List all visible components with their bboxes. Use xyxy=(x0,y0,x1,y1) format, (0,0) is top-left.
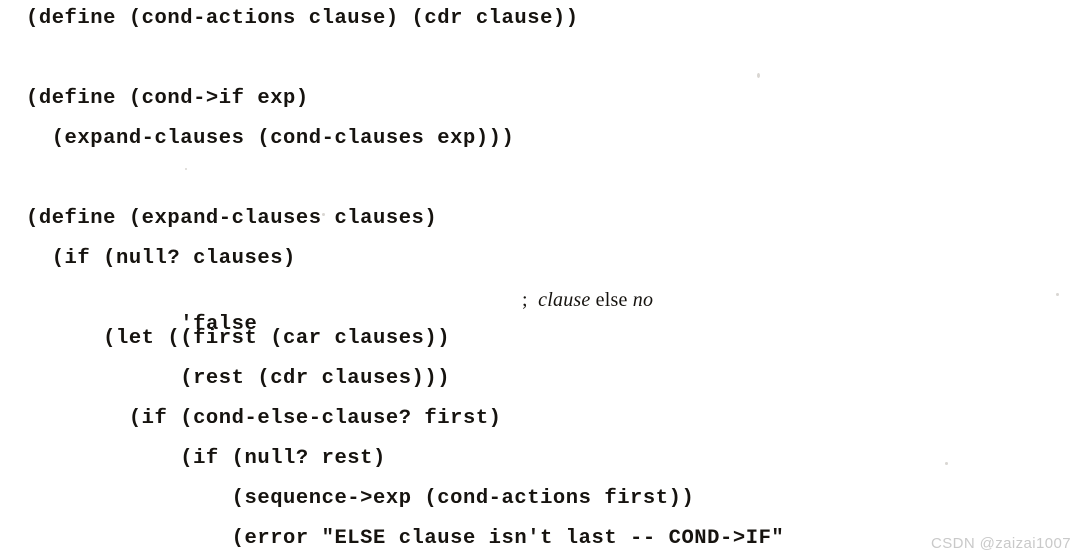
code-line: (expand-clauses (cond-clauses exp))) xyxy=(26,126,1066,166)
code-line-text: (if (null? rest) xyxy=(26,447,386,470)
scan-speck xyxy=(1056,293,1059,296)
code-line-text: (define (cond->if exp) xyxy=(26,87,309,110)
scan-speck xyxy=(945,462,948,465)
comment-semicolon: ; xyxy=(522,289,528,311)
code-line: (if (cond-else-clause? first) xyxy=(26,406,1066,446)
code-line-text: (if (null? clauses) xyxy=(26,247,296,270)
code-line-blank xyxy=(26,166,1066,206)
margin-comment: ; clause else no xyxy=(522,287,653,313)
code-line: (define (cond-actions clause) (cdr claus… xyxy=(26,6,1066,46)
scan-speck xyxy=(757,73,760,78)
code-line-text: (sequence->exp (cond-actions first)) xyxy=(26,487,695,510)
code-line-text: (rest (cdr clauses))) xyxy=(26,367,451,390)
code-line-text: (if (cond-else-clause? first) xyxy=(26,407,502,430)
code-line: (let ((first (car clauses)) xyxy=(26,326,1066,366)
code-line: (rest (cdr clauses))) xyxy=(26,366,1066,406)
code-line-text: 'false xyxy=(103,313,258,336)
code-line-blank xyxy=(26,46,1066,86)
comment-italic-no: no xyxy=(632,289,654,311)
csdn-watermark: CSDN @zaizai1007 xyxy=(930,535,1071,552)
code-line: (if (null? clauses) xyxy=(26,246,1066,286)
code-line-with-comment: 'false ; clause else no xyxy=(26,286,1066,336)
code-line-text: (define (expand-clauses clauses) xyxy=(26,207,438,230)
code-line-text: (expand-clauses (cond-clauses exp))) xyxy=(26,127,515,150)
scan-speck xyxy=(185,168,187,170)
code-line: (error "ELSE clause isn't last -- COND->… xyxy=(26,526,1066,560)
comment-italic-clause: clause xyxy=(538,289,591,311)
code-line-text: (define (cond-actions clause) (cdr claus… xyxy=(26,7,579,30)
code-line: (define (expand-clauses clauses) xyxy=(26,206,1066,246)
code-line: (sequence->exp (cond-actions first)) xyxy=(26,486,1066,526)
code-line-text: (error "ELSE clause isn't last -- COND->… xyxy=(26,527,785,550)
scan-speck xyxy=(322,213,325,216)
code-line: (if (null? rest) xyxy=(26,446,1066,486)
code-line: (define (cond->if exp) xyxy=(26,86,1066,126)
code-line-text: (let ((first (car clauses)) xyxy=(26,327,451,350)
comment-roman-else: else xyxy=(595,289,628,311)
code-block: (define (cond-actions clause) (cdr claus… xyxy=(26,6,1066,560)
